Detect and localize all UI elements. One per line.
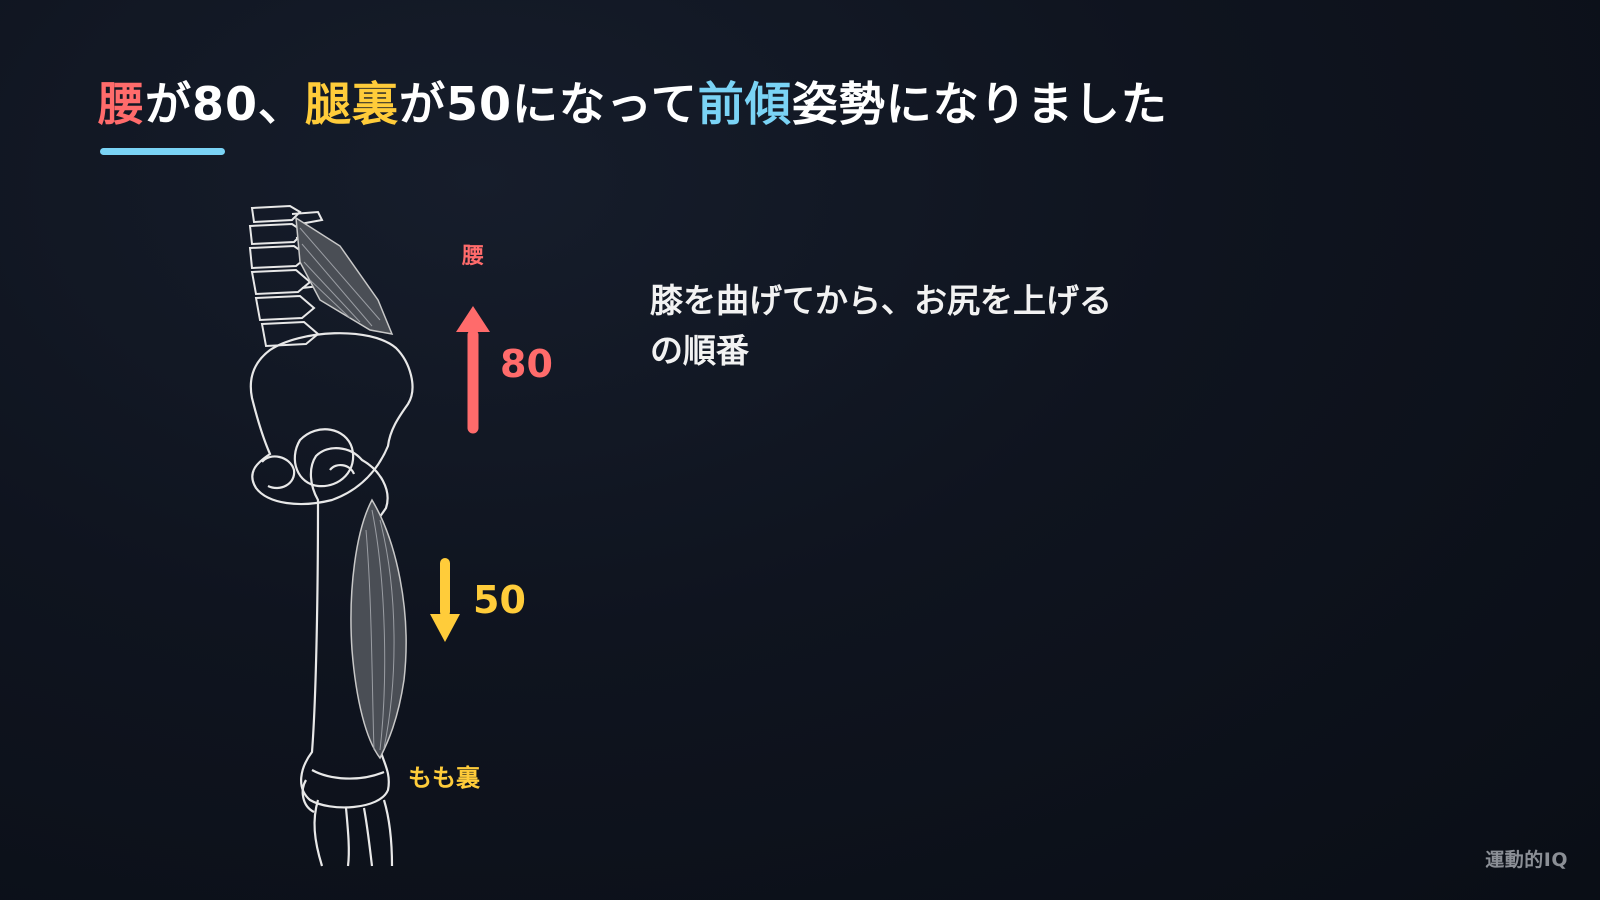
caption-text: 膝を曲げてから、お尻を上げるの順番 [650, 281, 1112, 370]
title-waist: 腰 [98, 77, 145, 131]
title-forward: 前傾 [697, 77, 792, 131]
title-underline [100, 148, 225, 155]
slide-title: 腰が80、腿裏が50になって前傾姿勢になりました [98, 68, 1168, 134]
waist-value: 80 [500, 342, 553, 386]
hamstring-arrow-down-icon [430, 558, 460, 642]
title-text-3: 姿勢になりました [791, 77, 1168, 131]
title-hamstring: 腿裏 [305, 77, 400, 131]
channel-watermark: 運動的IQ [1485, 849, 1568, 871]
lower-leg-icon [301, 779, 394, 867]
waist-label: 腰 [462, 244, 485, 269]
hamstring-value: 50 [473, 578, 526, 622]
waist-arrow-up-icon [456, 306, 490, 434]
title-text-1: が80、 [145, 77, 306, 131]
hamstring-label: もも裏 [408, 764, 480, 792]
hamstring-muscle-icon [350, 498, 407, 760]
femur-icon [300, 447, 390, 809]
title-text-2: が50になって [399, 77, 698, 131]
lumbar-muscle-icon [295, 216, 394, 335]
pelvis-icon [249, 332, 414, 506]
